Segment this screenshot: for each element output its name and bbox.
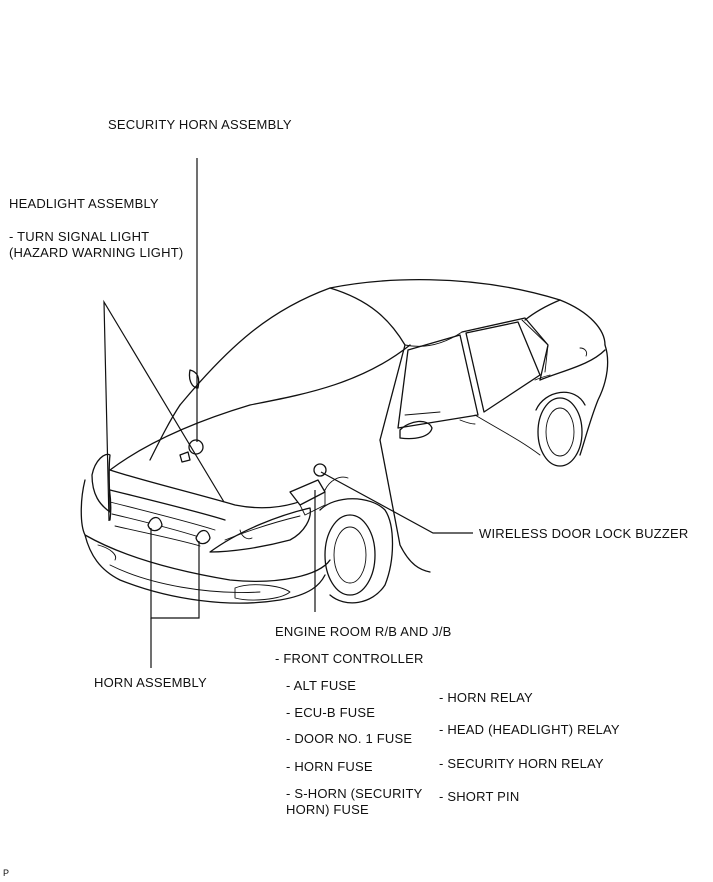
label-shorn-fuse-cont: HORN) FUSE [286, 802, 369, 817]
leader-wireless-buzzer [320, 471, 473, 534]
label-ecub-fuse: - ECU-B FUSE [286, 705, 376, 720]
label-horn-fuse: - HORN FUSE [286, 759, 373, 774]
leader-headlight [103, 299, 225, 522]
label-engine-room-rb-jb: ENGINE ROOM R/B AND J/B [275, 624, 452, 639]
car-illustration [80, 279, 609, 604]
label-wireless-door-lock-buzzer: WIRELESS DOOR LOCK BUZZER [479, 526, 689, 541]
label-hazard-warning-light: (HAZARD WARNING LIGHT) [9, 245, 184, 260]
corner-mark: P [3, 868, 10, 878]
leader-lines [103, 158, 473, 668]
label-security-horn-relay: - SECURITY HORN RELAY [439, 756, 604, 771]
label-horn-assembly: HORN ASSEMBLY [94, 675, 207, 690]
leader-horn-assembly [150, 528, 200, 619]
label-short-pin: - SHORT PIN [439, 789, 520, 804]
label-door-no1-fuse: - DOOR NO. 1 FUSE [286, 731, 413, 746]
label-headlight-assembly: HEADLIGHT ASSEMBLY [9, 196, 159, 211]
label-security-horn-assembly: SECURITY HORN ASSEMBLY [108, 117, 292, 132]
label-head-relay: - HEAD (HEADLIGHT) RELAY [439, 722, 620, 737]
label-alt-fuse: - ALT FUSE [286, 678, 357, 693]
label-turn-signal-light: - TURN SIGNAL LIGHT [9, 229, 150, 244]
label-front-controller: - FRONT CONTROLLER [275, 651, 424, 666]
label-horn-relay: - HORN RELAY [439, 690, 533, 705]
label-shorn-fuse: - S-HORN (SECURITY [286, 786, 423, 801]
